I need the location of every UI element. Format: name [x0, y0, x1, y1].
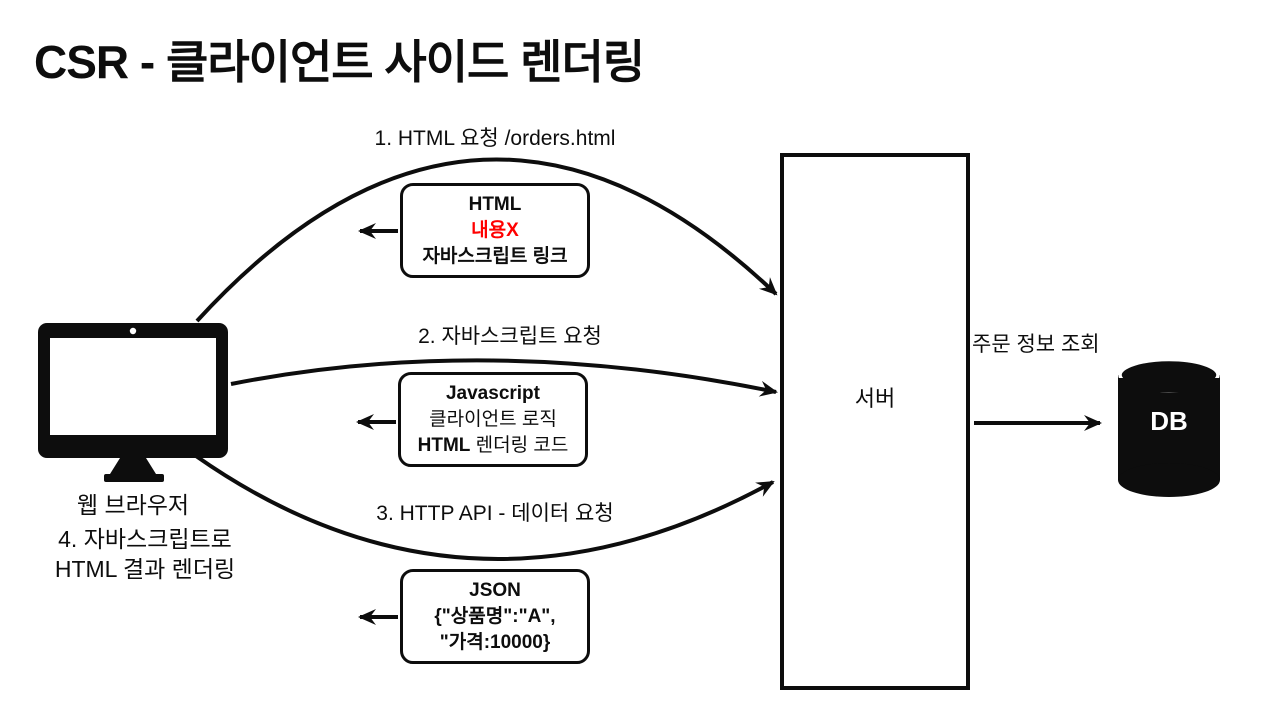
database-cylinder-icon	[1118, 357, 1220, 497]
monitor-screen	[50, 338, 216, 435]
response-box-json-payload-line1: {"상품명":"A",	[434, 605, 556, 627]
page-title: CSR - 클라이언트 사이드 렌더링	[34, 36, 645, 88]
response-box-javascript-title: Javascript	[445, 382, 540, 404]
request-2-label: 2. 자바스크립트 요청	[418, 325, 602, 348]
response-box-javascript-client-logic: 클라이언트 로직	[429, 408, 557, 430]
response-box-javascript-render-code-rest: 렌더링 코드	[470, 434, 569, 456]
step-4-caption-line2: HTML 결과 렌더링	[54, 556, 236, 582]
response-box-javascript-render-code-html: HTML	[417, 434, 471, 456]
server-node: 서버	[780, 153, 970, 690]
desktop-monitor-icon	[38, 323, 228, 482]
db-rim-mask	[1118, 378, 1220, 392]
db-label: DB	[1150, 406, 1188, 436]
request-arrow-1	[195, 157, 778, 323]
monitor-stand-base	[104, 474, 164, 482]
step-4-caption-line1: 4. 자바스크립트로	[58, 526, 232, 552]
db-query-label: 주문 정보 조회	[972, 333, 1100, 356]
monitor-stand	[110, 458, 156, 474]
response-box-json-title: JSON	[469, 579, 521, 601]
step-4-caption: 4. 자바스크립트로 HTML 결과 렌더링	[16, 524, 274, 584]
db-body	[1118, 375, 1220, 480]
web-browser-label: 웹 브라우저	[76, 492, 190, 518]
request-1-label: 1. HTML 요청 /orders.html	[374, 127, 616, 150]
response-box-html: HTML 내용X 자바스크립트 링크	[400, 183, 590, 278]
response-box-html-title: HTML	[468, 193, 522, 215]
request-arrow-2	[230, 358, 778, 397]
monitor-camera-dot	[129, 327, 137, 335]
request-3-label: 3. HTTP API - 데이터 요청	[376, 502, 614, 525]
db-bottom-cap	[1118, 463, 1220, 497]
request-arrow-3	[194, 454, 775, 561]
response-box-html-js-link: 자바스크립트 링크	[422, 245, 568, 267]
response-box-json-payload-line2: "가격:10000}	[439, 631, 551, 653]
response-box-json: JSON {"상품명":"A", "가격:10000}	[400, 569, 590, 664]
server-label: 서버	[854, 386, 896, 411]
response-box-javascript-render-code: HTML 렌더링 코드	[418, 433, 569, 459]
response-box-javascript: Javascript 클라이언트 로직 HTML 렌더링 코드	[398, 372, 588, 467]
response-box-html-no-content: 내용X	[471, 219, 519, 241]
